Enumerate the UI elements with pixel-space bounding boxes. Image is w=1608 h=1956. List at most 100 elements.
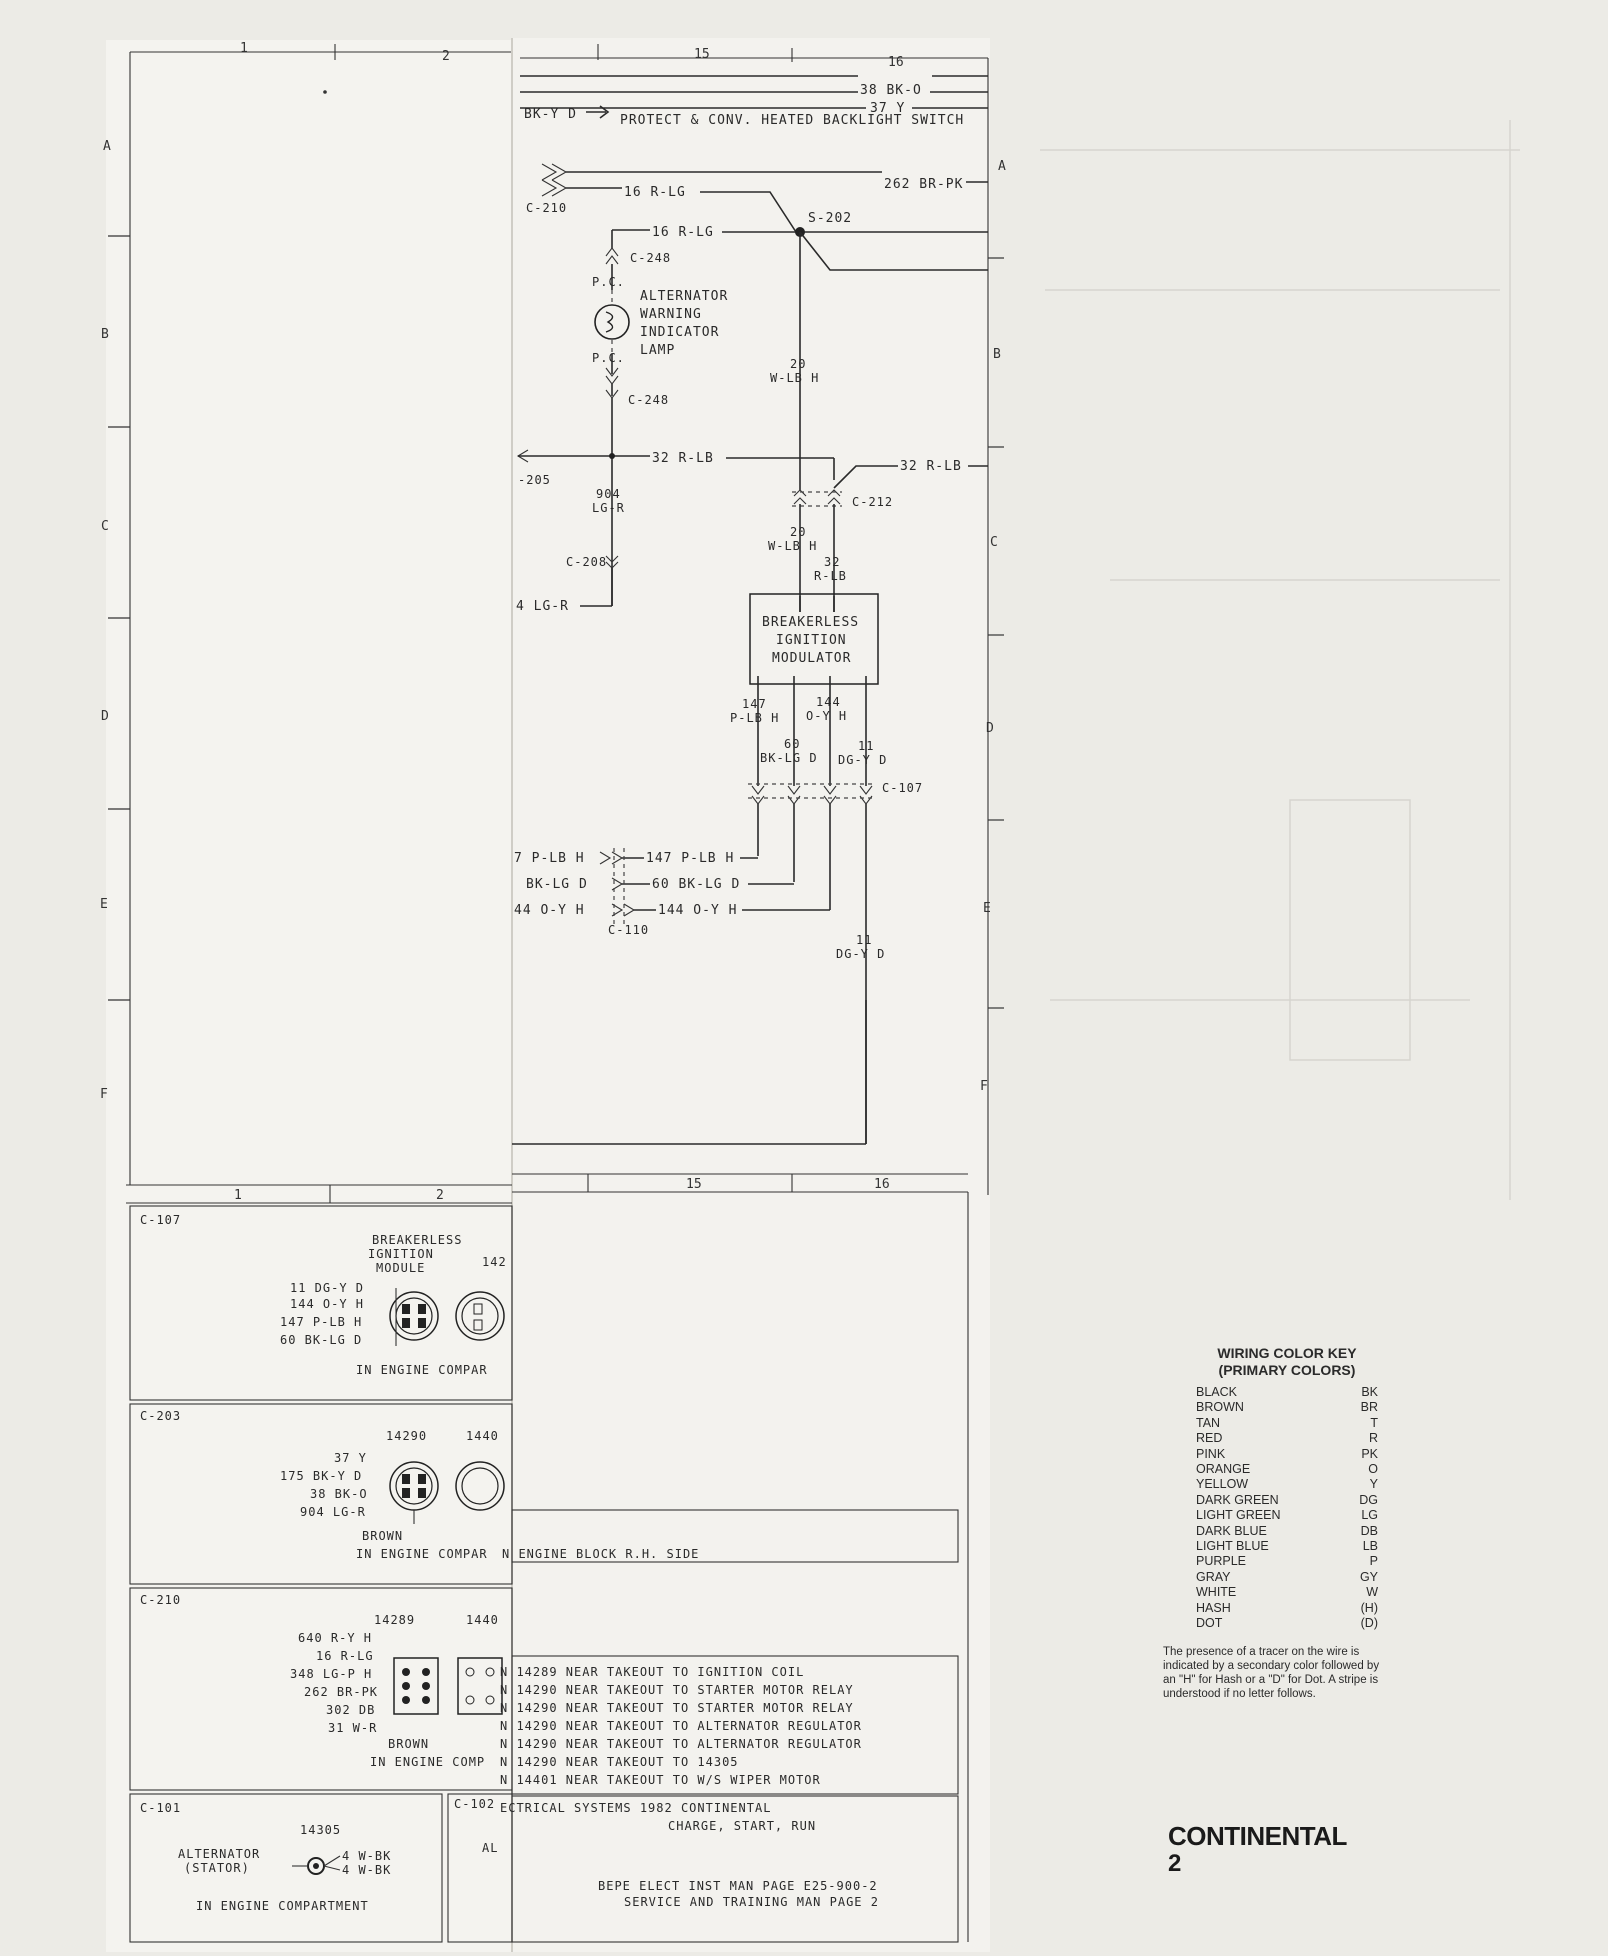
wire-262-br-pk: 262 BR-PK	[884, 177, 963, 192]
ignition-modulator-box	[749, 593, 879, 685]
wire-32-r-lb-b: 32 R-LB	[900, 459, 962, 474]
grid-row-A-left: A	[103, 139, 111, 154]
c210-id: C-210	[140, 1593, 181, 1607]
brand-name: CONTINENTAL	[1168, 1821, 1347, 1851]
c203-id: C-203	[140, 1409, 181, 1423]
location-line-1: N 14289 NEAR TAKEOUT TO IGNITION COIL	[500, 1665, 804, 1679]
connector-c110-label: C-110	[608, 923, 649, 937]
right-page	[512, 38, 990, 1952]
c101-location: IN ENGINE COMPARTMENT	[196, 1899, 369, 1913]
wire-32-r-lb-a: 32 R-LB	[652, 451, 714, 466]
wire-147-color: P-LB H	[730, 711, 779, 725]
connector-c212-label: C-212	[852, 495, 893, 509]
wire-60-left: BK-LG D	[526, 877, 588, 892]
lower-col-15: 15	[686, 1177, 702, 1192]
grid-col-16: 16	[888, 55, 904, 70]
c102-id: C-102	[454, 1797, 495, 1811]
connector-c210-label: C-210	[526, 201, 567, 215]
c101-pin-2: 4 W-BK	[342, 1863, 391, 1877]
location-line-2: N 14290 NEAR TAKEOUT TO STARTER MOTOR RE…	[500, 1683, 854, 1697]
grid-col-1: 1	[240, 41, 248, 56]
modulator-label-2: IGNITION	[776, 633, 847, 648]
wire-11-color: DG-Y D	[838, 753, 887, 767]
brand-block: CONTINENTAL 2	[1168, 1821, 1347, 1877]
wire-144-right: 144 O-Y H	[658, 903, 737, 918]
wire-147-right: 147 P-LB H	[646, 851, 734, 866]
c203-plug-icon	[389, 1461, 505, 1524]
connector-c248-top: C-248	[630, 251, 671, 265]
grid-row-E-right: E	[983, 901, 991, 916]
c107-part2: 142	[482, 1255, 507, 1269]
splice-s202-label: S-202	[808, 211, 852, 226]
wire-20-num: 20	[790, 357, 806, 371]
c203-pin-3: 38 BK-O	[310, 1487, 368, 1501]
wire-144-num: 144	[816, 695, 841, 709]
color-key-title-2: (PRIMARY COLORS)	[1218, 1362, 1356, 1378]
alternator-warning-lamp-icon	[594, 304, 630, 340]
right-row-ticks	[988, 257, 1004, 1009]
c101-name-1: ALTERNATOR	[178, 1847, 260, 1861]
grid-row-F-left: F	[100, 1087, 108, 1102]
c101-part: 14305	[300, 1823, 341, 1837]
c210-pin-6: 31 W-R	[328, 1721, 377, 1735]
grid-row-D-right: D	[986, 721, 994, 736]
c101-stator-connector-icon	[292, 1855, 341, 1875]
wire-904-num: 904	[596, 487, 621, 501]
c210-part1: 14289	[374, 1613, 415, 1627]
lower-col-2: 2	[436, 1188, 444, 1203]
wire-904-color: LG-R	[592, 501, 625, 515]
grid-col-2: 2	[442, 49, 450, 64]
c101-pin-1: 4 W-BK	[342, 1849, 391, 1863]
wire-60-num: 60	[784, 737, 800, 751]
left-row-ticks	[108, 235, 130, 1001]
c203-part2: 1440	[466, 1429, 499, 1443]
lower-col-16: 16	[874, 1177, 890, 1192]
grid-row-B-left: B	[101, 327, 109, 342]
location-line-3: N 14290 NEAR TAKEOUT TO STARTER MOTOR RE…	[500, 1701, 854, 1715]
connector-c208-label: C-208	[566, 555, 607, 569]
c210-pin-1: 640 R-Y H	[298, 1631, 372, 1645]
wire-20b-num: 20	[790, 525, 806, 539]
lamp-label-2: WARNING	[640, 307, 702, 322]
wire-11b-num: 11	[856, 933, 872, 947]
wire-16-r-lg-a: 16 R-LG	[624, 185, 686, 200]
wire-4-lg-r: 4 LG-R	[516, 599, 569, 614]
c203-pin-4: 904 LG-R	[300, 1505, 366, 1519]
wire-bk-y-d: BK-Y D	[524, 107, 577, 122]
tracer-note: The presence of a tracer on the wire is …	[1163, 1646, 1380, 1700]
c203-part1: 14290	[386, 1429, 427, 1443]
wire-147-num: 147	[742, 697, 767, 711]
c107-id: C-107	[140, 1213, 181, 1227]
connector-c205-label: -205	[518, 473, 551, 487]
c210-pin-4: 262 BR-PK	[304, 1685, 378, 1699]
grid-row-D-left: D	[101, 709, 109, 724]
c107-pin-1: 11 DG-Y D	[290, 1281, 364, 1295]
wire-16-r-lg-b: 16 R-LG	[652, 225, 714, 240]
c107-pin-2: 144 O-Y H	[290, 1297, 364, 1311]
modulator-label-1: BREAKERLESS	[762, 615, 859, 630]
c101-name-2: (STATOR)	[184, 1861, 250, 1875]
lamp-label-1: ALTERNATOR	[640, 289, 728, 304]
c210-pin-5: 302 DB	[326, 1703, 375, 1717]
c107-pin-4: 60 BK-LG D	[280, 1333, 362, 1347]
location-line-5: N 14290 NEAR TAKEOUT TO ALTERNATOR REGUL…	[500, 1737, 862, 1751]
wire-144-color: O-Y H	[806, 709, 847, 723]
grid-row-C-right: C	[990, 535, 998, 550]
c107-plug-icon	[389, 1288, 505, 1346]
c107-pin-3: 147 P-LB H	[280, 1315, 362, 1329]
pc-bottom: P.C.	[592, 351, 625, 365]
c210-part2: 1440	[466, 1613, 499, 1627]
protect-heated-backlight-switch: PROTECT & CONV. HEATED BACKLIGHT SWITCH	[620, 113, 964, 128]
wire-11-num: 11	[858, 739, 874, 753]
